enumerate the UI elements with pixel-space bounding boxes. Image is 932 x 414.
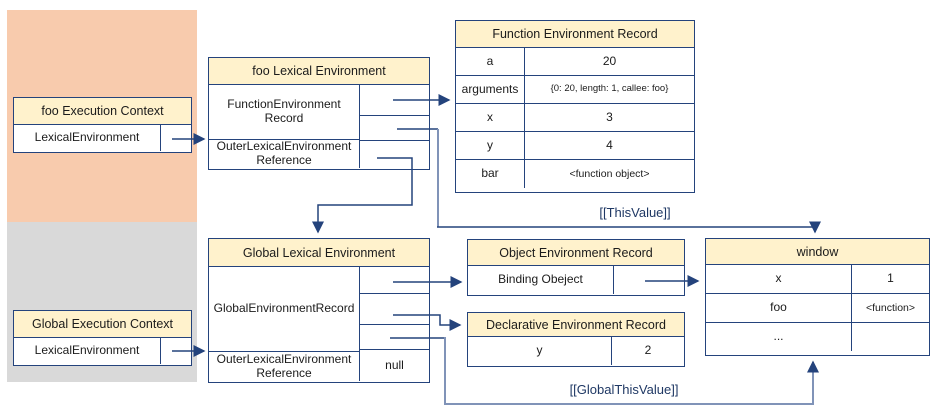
window-object-box: window x 1 foo <function> ... [705, 238, 930, 356]
function-environment-record-label: FunctionEnvironment Record [209, 85, 359, 141]
binding-object-pointer-cell [614, 266, 684, 294]
global-le-outer-reference-label: OuterLexicalEnvironment Reference [216, 351, 352, 380]
arrow-this-value-to-window [437, 221, 821, 234]
foo-lexical-environment-title: foo Lexical Environment [209, 58, 429, 85]
window-value: <function> [865, 301, 916, 314]
foo-lexical-environment-box: foo Lexical Environment FunctionEnvironm… [208, 57, 430, 170]
function-environment-record-table: Function Environment Record a 20 argumen… [455, 20, 695, 193]
binding-object-label: Binding Obeject [468, 266, 614, 294]
window-value [852, 323, 929, 351]
window-key: foo [706, 294, 852, 322]
decl-er-key: y [468, 337, 612, 365]
fer-value: 20 [602, 53, 617, 68]
foo-le-record-pointer-cell-2 [360, 116, 429, 141]
foo-ec-pointer-cell [161, 125, 191, 151]
foo-ec-lexical-environment-label: LexicalEnvironment [14, 125, 161, 151]
global-lexical-environment-box: Global Lexical Environment GlobalEnviron… [208, 238, 430, 383]
global-this-value-label: [[GlobalThisValue]] [569, 382, 679, 397]
foo-le-outer-reference-label: OuterLexicalEnvironment Reference [216, 139, 352, 168]
global-le-outer-null-value: null [385, 357, 404, 372]
this-value-label: [[ThisValue]] [599, 205, 671, 220]
fer-value: <function object> [569, 167, 650, 180]
window-key: x [706, 265, 852, 293]
window-title: window [706, 239, 929, 265]
global-execution-context-box: Global Execution Context LexicalEnvironm… [13, 310, 192, 366]
object-environment-record-box: Object Environment Record Binding Obejec… [467, 239, 685, 296]
foo-le-record-pointer-cell-1 [360, 85, 429, 116]
foo-execution-context-box: foo Execution Context LexicalEnvironment [13, 97, 192, 153]
fer-key: arguments [456, 76, 525, 103]
fer-key: x [456, 104, 525, 131]
global-ec-pointer-cell [161, 338, 191, 364]
window-value: 1 [887, 271, 894, 286]
function-environment-record-title: Function Environment Record [456, 21, 694, 48]
global-le-record-pointer-cell-1 [360, 267, 429, 294]
foo-execution-context-title: foo Execution Context [14, 98, 191, 125]
decl-er-value: 2 [644, 343, 652, 358]
global-execution-context-title: Global Execution Context [14, 311, 191, 338]
global-le-record-pointer-cell-3 [360, 325, 429, 350]
fer-value: 3 [606, 109, 613, 124]
global-le-record-pointer-cell-2 [360, 294, 429, 325]
fer-value: 4 [606, 137, 613, 152]
fer-value: {0: 20, length: 1, callee: foo} [550, 83, 669, 95]
global-environment-record-label: GlobalEnvironmentRecord [209, 267, 359, 352]
global-lexical-environment-title: Global Lexical Environment [209, 239, 429, 267]
fer-key: y [456, 132, 525, 159]
object-environment-record-title: Object Environment Record [468, 240, 684, 266]
fer-key: a [456, 48, 525, 75]
declarative-environment-record-box: Declarative Environment Record y 2 [467, 312, 685, 367]
foo-le-outer-pointer-cell [360, 141, 429, 168]
global-ec-lexical-environment-label: LexicalEnvironment [14, 338, 161, 364]
fer-key: bar [456, 160, 525, 188]
declarative-environment-record-title: Declarative Environment Record [468, 313, 684, 337]
window-key: ... [706, 323, 852, 351]
